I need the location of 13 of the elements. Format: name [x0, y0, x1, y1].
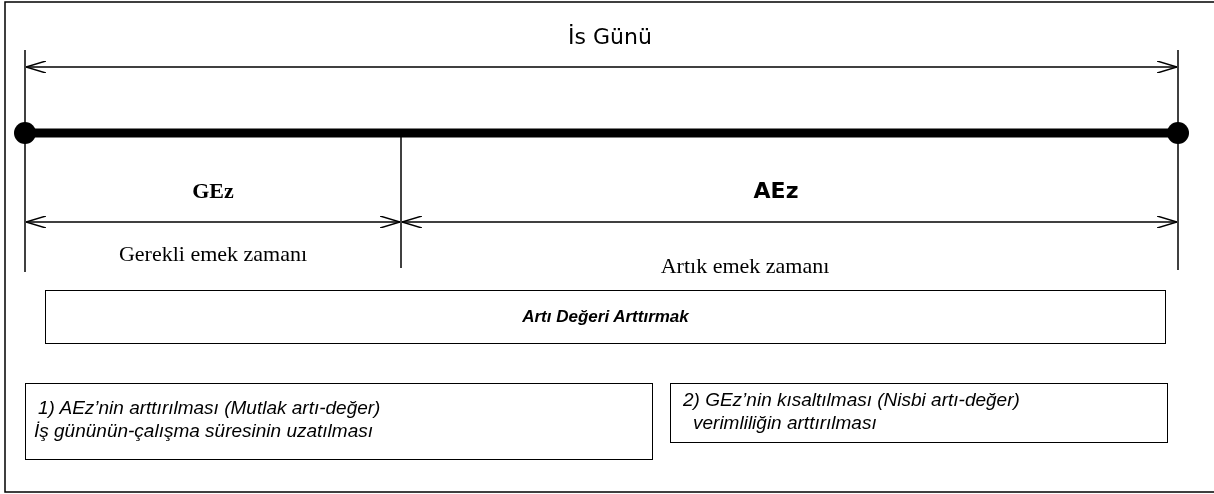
box-heading: Artı Değeri Arttırmak: [521, 306, 690, 328]
segment-description: Artık emek zamanı: [660, 253, 830, 279]
box-text: verimliliğin arttırılması: [693, 411, 878, 434]
box-heading: 1) AEz’nin arttırılması (Mutlak artı-değer): [38, 396, 382, 419]
segment-label: AEz: [753, 178, 799, 203]
dimension-label: İs Günü: [568, 24, 652, 49]
box-text: İş gününün-çalışma süresinin uzatılması: [34, 419, 374, 442]
segment-description: Gerekli emek zamanı: [118, 241, 308, 267]
segment-label: GEz: [192, 178, 234, 204]
method-box: [670, 383, 1168, 443]
title-box: [45, 290, 1166, 344]
box-heading: 2) GEz’nin kısaltılması (Nisbi artı-değer): [683, 388, 1021, 411]
method-box: [25, 383, 653, 460]
